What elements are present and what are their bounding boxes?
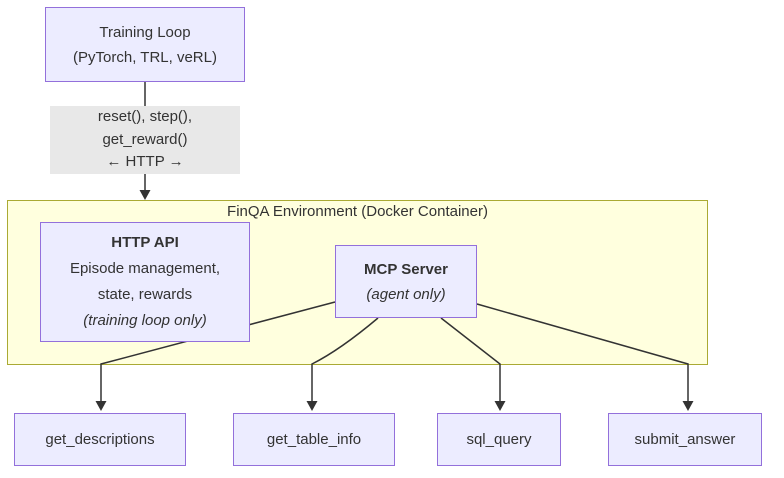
tool-label: get_table_info <box>266 430 362 448</box>
tool-node-submit-answer: submit_answer <box>608 413 762 466</box>
http-api-node: HTTP API Episode management, state, rewa… <box>40 222 250 342</box>
tool-node-get-descriptions: get_descriptions <box>14 413 186 466</box>
tool-node-sql-query: sql_query <box>437 413 561 466</box>
mcp-server-title: MCP Server <box>364 260 448 278</box>
tool-label: get_descriptions <box>45 430 155 448</box>
http-edge-label: reset(), step(), get_reward() ← HTTP → <box>50 106 240 174</box>
edge-mcp-to-get-table-info <box>306 317 379 411</box>
http-api-desc-line1: Episode management, <box>69 260 221 277</box>
edge-label-http-arrows: ← HTTP → <box>106 153 184 171</box>
edge-mcp-to-submit-answer <box>476 303 694 411</box>
http-api-note: (training loop only) <box>83 312 207 329</box>
mcp-server-note: (agent only) <box>366 285 446 303</box>
edge-label-methods-line2: get_reward() <box>102 130 188 148</box>
edge-mcp-to-sql-query <box>440 317 506 411</box>
training-loop-title: Training Loop <box>99 23 191 41</box>
http-api-desc-line2: state, rewards <box>97 286 193 303</box>
finqa-environment-title: FinQA Environment (Docker Container) <box>227 203 488 220</box>
edge-mcp-to-get-descriptions <box>95 301 336 411</box>
mcp-server-node: MCP Server (agent only) <box>335 245 477 318</box>
tool-node-get-table-info: get_table_info <box>233 413 395 466</box>
http-api-title: HTTP API <box>111 234 179 251</box>
training-loop-node: Training Loop (PyTorch, TRL, veRL) <box>45 7 245 82</box>
tool-label: sql_query <box>466 430 532 448</box>
training-loop-subtitle: (PyTorch, TRL, veRL) <box>73 48 217 66</box>
tool-label: submit_answer <box>634 430 736 448</box>
edge-label-methods-line1: reset(), step(), <box>97 108 193 126</box>
